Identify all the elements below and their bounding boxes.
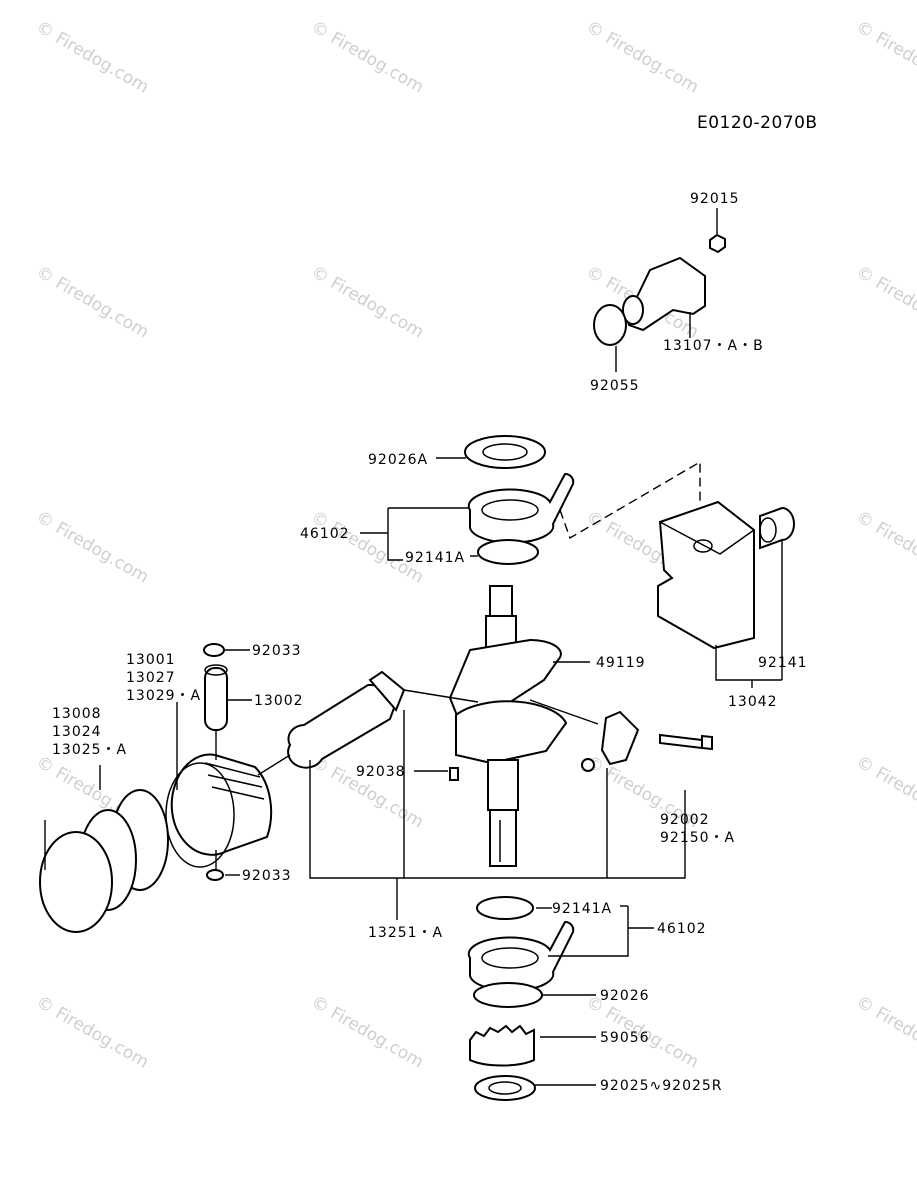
part-92033-circlip-top[interactable]	[203, 643, 225, 657]
label-13001: 13001	[126, 652, 176, 668]
part-92033-circlip-bottom[interactable]	[206, 869, 224, 881]
bracket-13042	[715, 645, 782, 681]
watermark: © Firedog.com	[308, 262, 427, 343]
piston-ring-grooves	[204, 762, 265, 800]
watermark-layer: © Firedog.com © Firedog.com © Firedog.co…	[33, 17, 917, 1073]
part-13001-piston[interactable]	[170, 753, 273, 856]
bushing-bore	[759, 517, 777, 543]
part-92055-o-ring[interactable]	[593, 304, 627, 346]
part-92141A-collar-bottom[interactable]	[476, 896, 534, 920]
label-92141A-bottom: 92141A	[552, 901, 612, 917]
connecting-rod-group	[287, 670, 713, 920]
upper-bearing-group	[360, 435, 575, 565]
label-59056: 59056	[600, 1030, 650, 1046]
part-92026-washer[interactable]	[473, 982, 543, 1008]
label-92141: 92141	[758, 655, 808, 671]
watermark: © Firedog.com	[33, 992, 152, 1073]
watermark: © Firedog.com	[308, 507, 427, 588]
crankshaft-counterweight	[455, 700, 568, 765]
part-13042-balancer-weight[interactable]	[657, 500, 755, 650]
guide-rod-to-crank	[403, 689, 479, 703]
label-92150A: 92150・A	[660, 830, 735, 846]
label-92026A: 92026A	[368, 452, 428, 468]
label-46102-bottom: 46102	[657, 921, 707, 937]
part-13251A-connecting-rod[interactable]	[287, 683, 400, 769]
watermark: © Firedog.com	[853, 752, 917, 833]
piston-ring-group	[39, 765, 169, 933]
part-92002-washer[interactable]	[581, 758, 595, 772]
label-13107: 13107・A・B	[663, 338, 764, 354]
part-13107-shaft-end	[622, 295, 644, 325]
bolt-head	[701, 734, 713, 751]
label-92141A-top: 92141A	[405, 550, 465, 566]
bracket-46102-bottom	[548, 906, 629, 957]
piston-crown	[165, 762, 235, 868]
part-92025-shim[interactable]	[474, 1075, 536, 1101]
watermark: © Firedog.com	[33, 17, 152, 98]
label-13029A: 13029・A	[126, 688, 201, 704]
label-92002: 92002	[660, 812, 710, 828]
bracket-13251A	[309, 760, 686, 879]
label-92026: 92026	[600, 988, 650, 1004]
label-13042: 13042	[728, 694, 778, 710]
part-92141A-collar-top[interactable]	[477, 539, 539, 565]
part-46102-bore-bottom	[481, 947, 539, 969]
watermark: © Firedog.com	[853, 17, 917, 98]
part-rod-cap[interactable]	[600, 710, 640, 766]
crankshaft-journal-lower	[487, 759, 519, 811]
piston-group	[165, 643, 291, 881]
balancer-edge	[659, 521, 755, 555]
label-13251A: 13251・A	[368, 925, 443, 941]
watermark: © Firedog.com	[308, 992, 427, 1073]
diagram-code: E0120-2070B	[697, 113, 818, 133]
guide-dashed-balancer	[559, 460, 701, 540]
governor-shaft-assembly	[593, 208, 726, 372]
part-92150A-bolt[interactable]	[659, 733, 703, 750]
watermark: © Firedog.com	[33, 262, 152, 343]
part-46102-balancer-top[interactable]	[467, 473, 575, 544]
part-92038-bolt[interactable]	[449, 767, 459, 781]
label-46102-top: 46102	[300, 526, 350, 542]
label-13024: 13024	[52, 724, 102, 740]
lower-bearing-group	[467, 896, 654, 1101]
balancer-weight-group	[657, 500, 795, 688]
part-13025A-ring-oil[interactable]	[39, 831, 113, 933]
watermark: © Firedog.com	[308, 17, 427, 98]
label-13008: 13008	[52, 706, 102, 722]
label-92033-top: 92033	[252, 643, 302, 659]
part-46102-bore-top	[481, 499, 539, 521]
label-92055: 92055	[590, 378, 640, 394]
label-13027: 13027	[126, 670, 176, 686]
label-92038: 92038	[356, 764, 406, 780]
watermark: © Firedog.com	[33, 507, 152, 588]
crankshaft-tip	[489, 585, 513, 617]
label-92015: 92015	[690, 191, 740, 207]
crankshaft-group	[448, 585, 590, 867]
label-92033-bottom: 92033	[242, 868, 292, 884]
guide-piston-to-rod	[257, 754, 291, 776]
watermark: © Firedog.com	[853, 992, 917, 1073]
watermark: © Firedog.com	[853, 507, 917, 588]
label-92025: 92025∿92025R	[600, 1078, 723, 1094]
watermark: © Firedog.com	[583, 17, 702, 98]
label-13025A: 13025・A	[52, 742, 127, 758]
part-92026A-washer[interactable]	[464, 435, 546, 469]
bracket-46102-top	[387, 508, 403, 561]
pin-end	[204, 664, 228, 676]
label-13002: 13002	[254, 693, 304, 709]
shim-bore	[488, 1081, 522, 1095]
part-92015-nut[interactable]	[709, 233, 726, 254]
part-59056-gear[interactable]	[469, 1024, 535, 1067]
watermark: © Firedog.com	[853, 262, 917, 343]
guide-cap-to-crank	[529, 699, 599, 725]
balancer-hole	[693, 539, 713, 553]
label-49119: 49119	[596, 655, 646, 671]
crankshaft-pto	[489, 809, 517, 867]
part-13002-piston-pin[interactable]	[204, 667, 228, 731]
part-92026A-hole	[482, 443, 528, 461]
part-labels: 92015 13107・A・B 92055 92026A 46102 92141…	[52, 191, 808, 1094]
